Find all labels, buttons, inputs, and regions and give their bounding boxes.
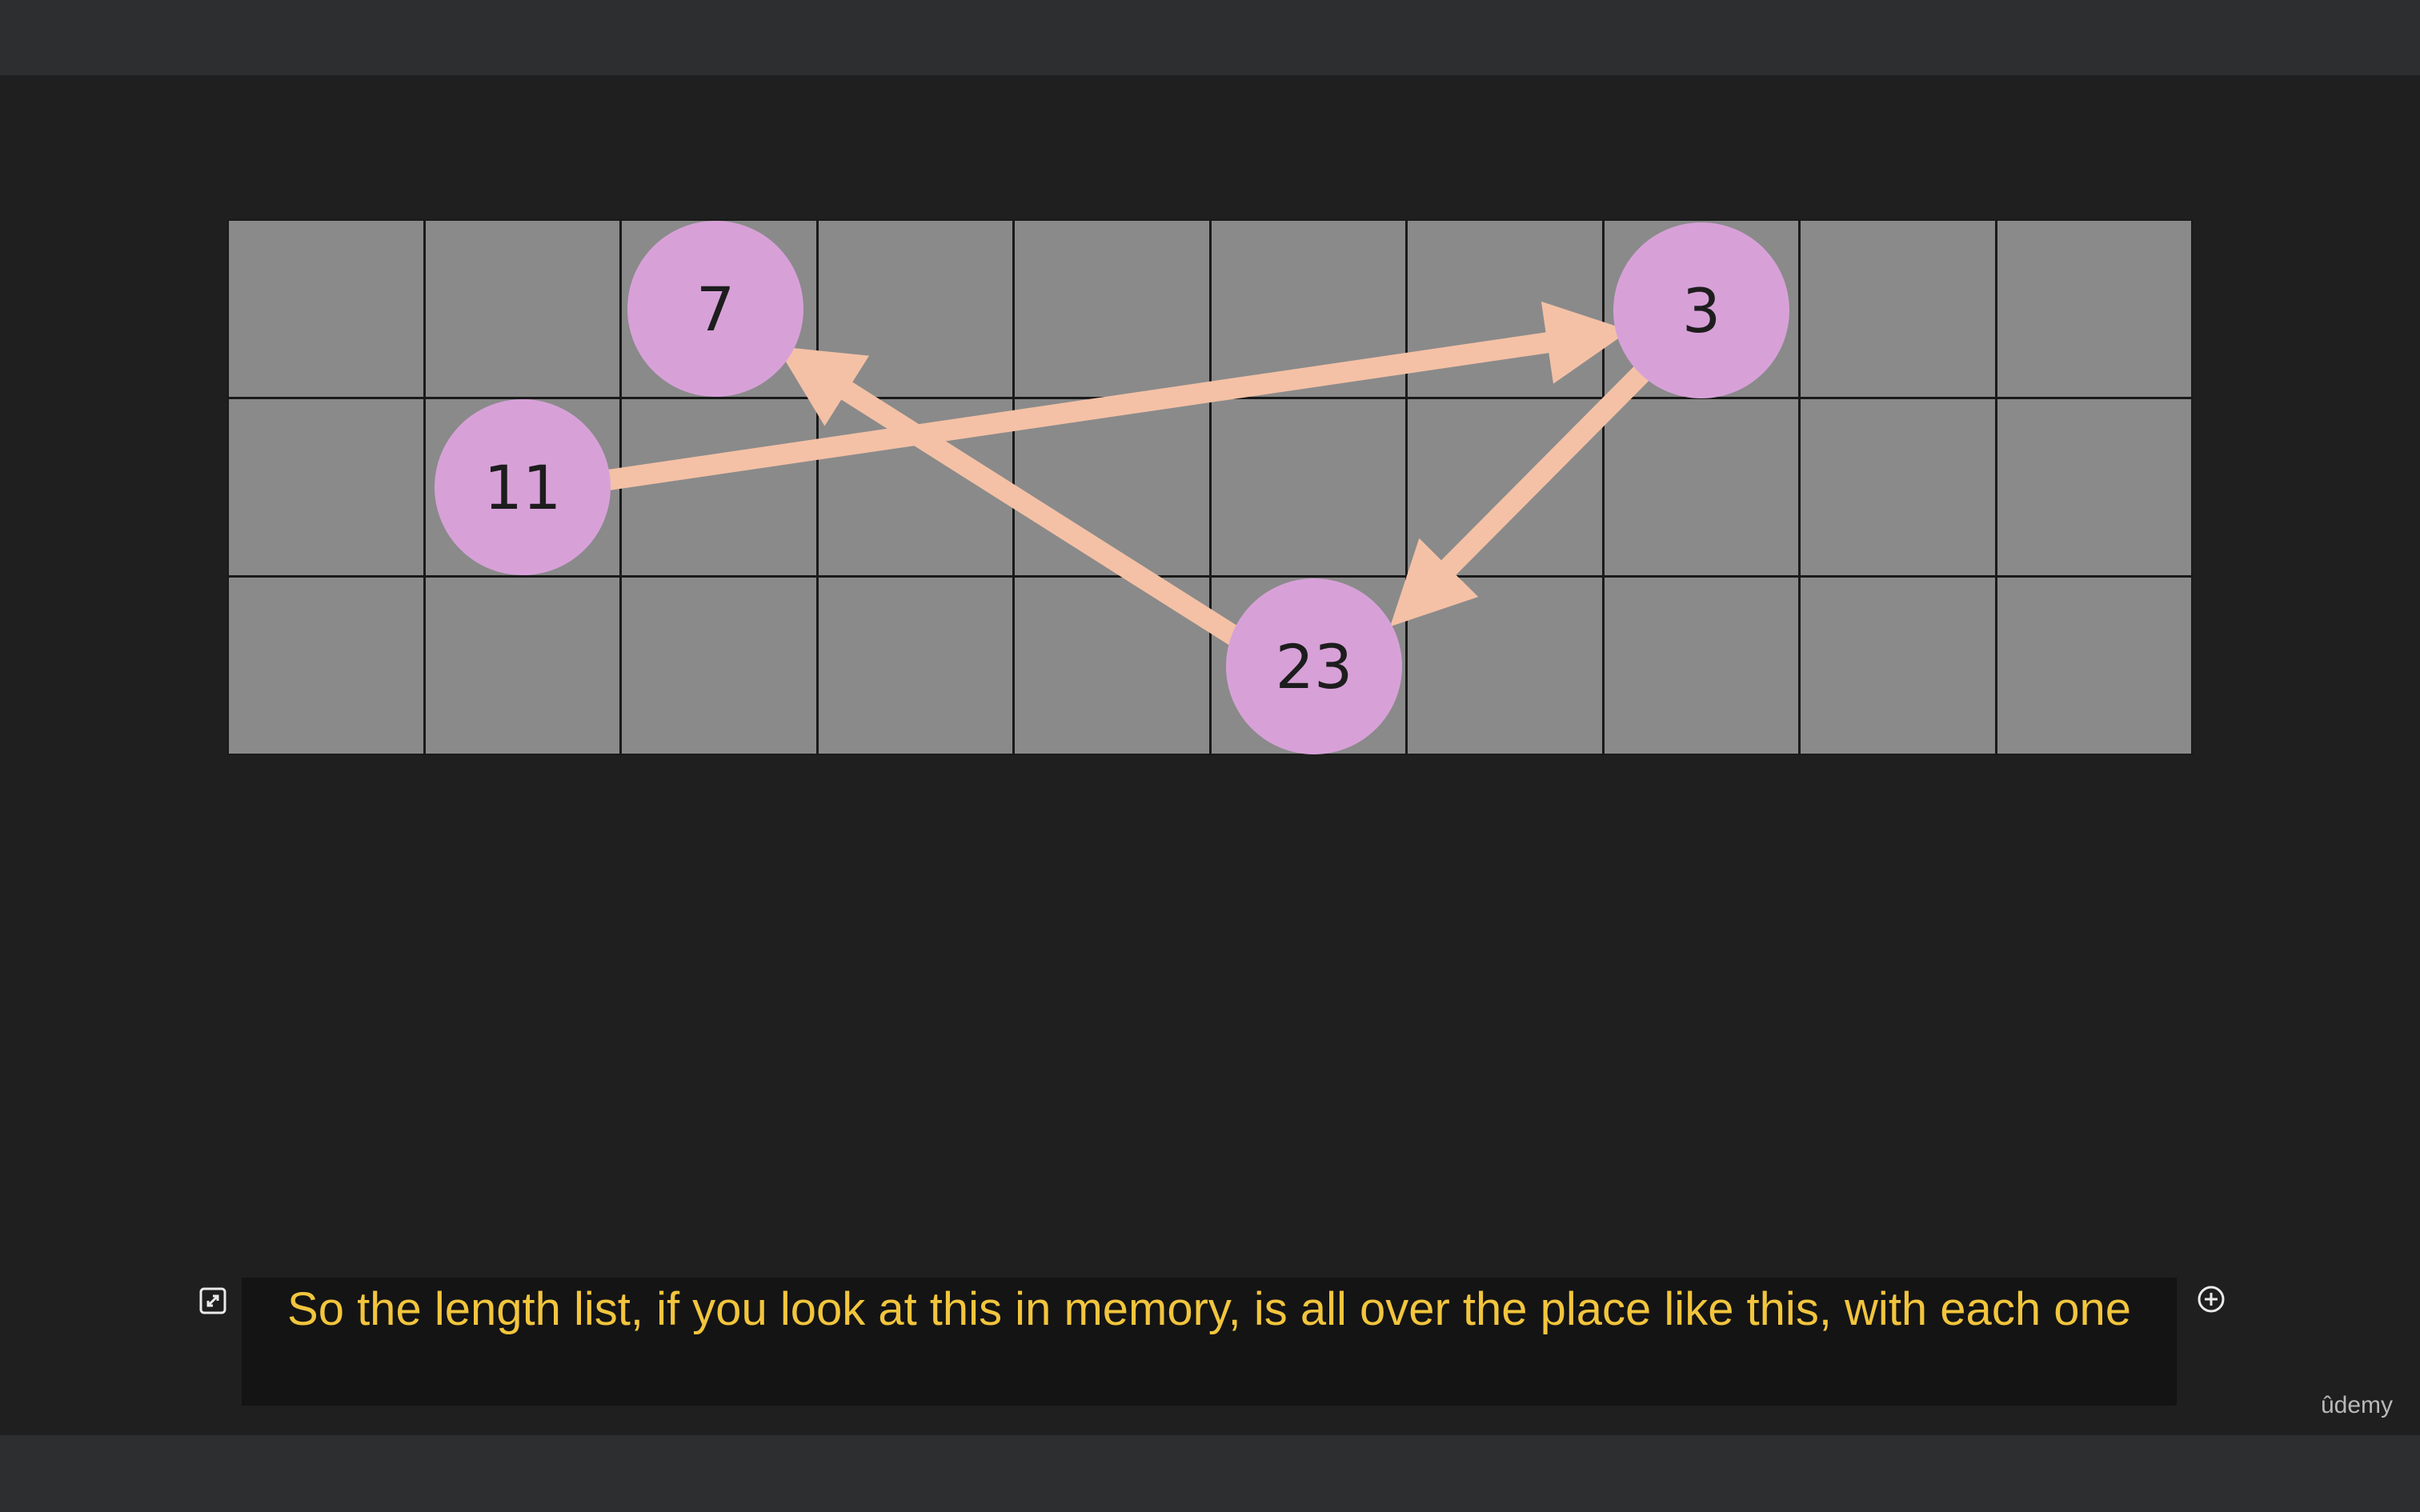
grid-cell — [1997, 399, 2191, 575]
expand-icon[interactable] — [198, 1286, 227, 1315]
node-label: 7 — [695, 273, 735, 345]
grid-cell — [818, 578, 1012, 754]
grid-cell — [1604, 578, 1798, 754]
grid-cell — [1211, 399, 1405, 575]
grid-cell — [1408, 221, 1602, 397]
node-label: 23 — [1275, 630, 1353, 702]
grid-cell — [1015, 578, 1209, 754]
grid-cell — [425, 578, 619, 754]
grid-cell — [425, 221, 619, 397]
top-bar — [0, 0, 2420, 75]
grid-cell — [229, 399, 423, 575]
node-11: 11 — [435, 399, 611, 575]
grid-cell — [1015, 221, 1209, 397]
udemy-logo: ûdemy — [2321, 1392, 2394, 1418]
grid-cell — [1801, 399, 1995, 575]
node-3: 3 — [1613, 222, 1789, 398]
caption-text: So the length list, if you look at this … — [287, 1283, 2131, 1335]
grid-cell — [1211, 221, 1405, 397]
node-7: 7 — [627, 221, 803, 397]
grid-cell — [1604, 399, 1798, 575]
grid-cell — [1801, 221, 1995, 397]
grid-cell — [818, 399, 1012, 575]
node-23: 23 — [1226, 578, 1402, 754]
grid-cell — [1408, 399, 1602, 575]
grid-cell — [622, 399, 816, 575]
grid-cell — [229, 221, 423, 397]
node-label: 11 — [483, 451, 562, 523]
grid-cell — [1997, 221, 2191, 397]
grid-cell — [229, 578, 423, 754]
grid-cell — [1015, 399, 1209, 575]
bottom-bar — [0, 1435, 2420, 1512]
grid-cell — [1408, 578, 1602, 754]
subtitle-caption: So the length list, if you look at this … — [242, 1278, 2177, 1406]
grid-cell — [818, 221, 1012, 397]
node-label: 3 — [1681, 274, 1721, 346]
grid-cell — [622, 578, 816, 754]
grid-cell — [1997, 578, 2191, 754]
add-circle-icon[interactable] — [2197, 1285, 2226, 1314]
grid-cell — [1801, 578, 1995, 754]
